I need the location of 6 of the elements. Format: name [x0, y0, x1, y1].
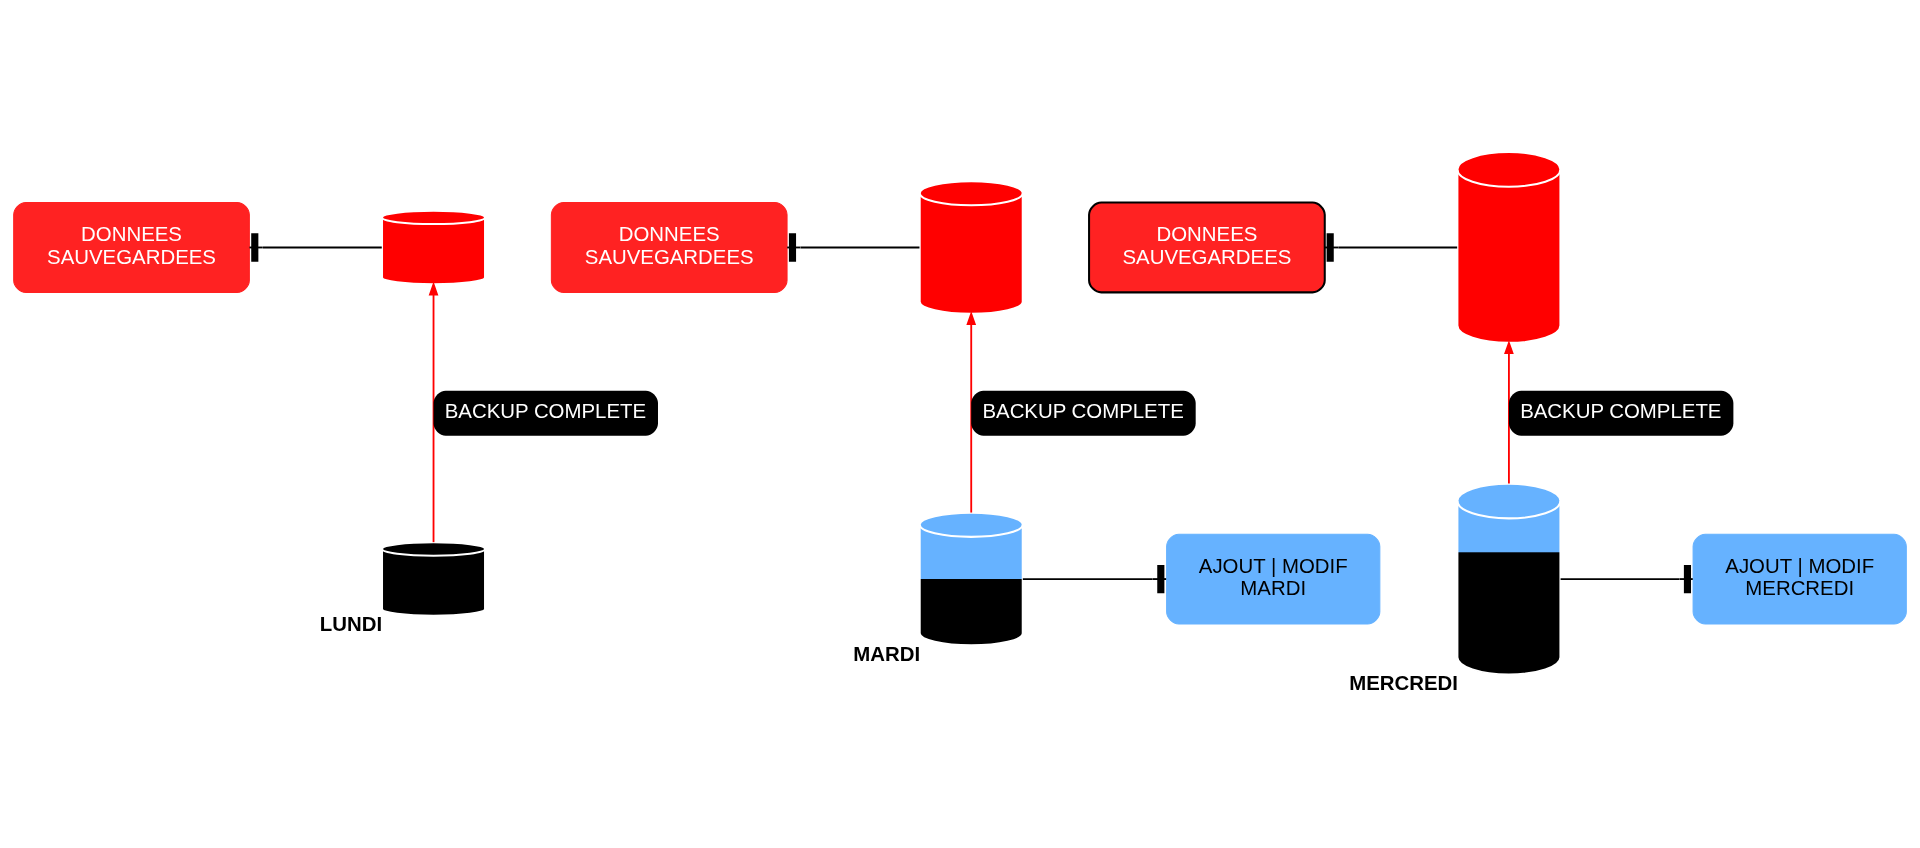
node-label: MERCREDI: [1349, 671, 1459, 694]
edge-label: BACKUP COMPLETE: [1520, 399, 1722, 422]
edge-label: BACKUP COMPLETE: [982, 399, 1184, 422]
node-label: LUNDI: [319, 612, 383, 635]
node-label: MARDI: [853, 642, 921, 665]
edge-label: BACKUP COMPLETE: [444, 399, 647, 422]
